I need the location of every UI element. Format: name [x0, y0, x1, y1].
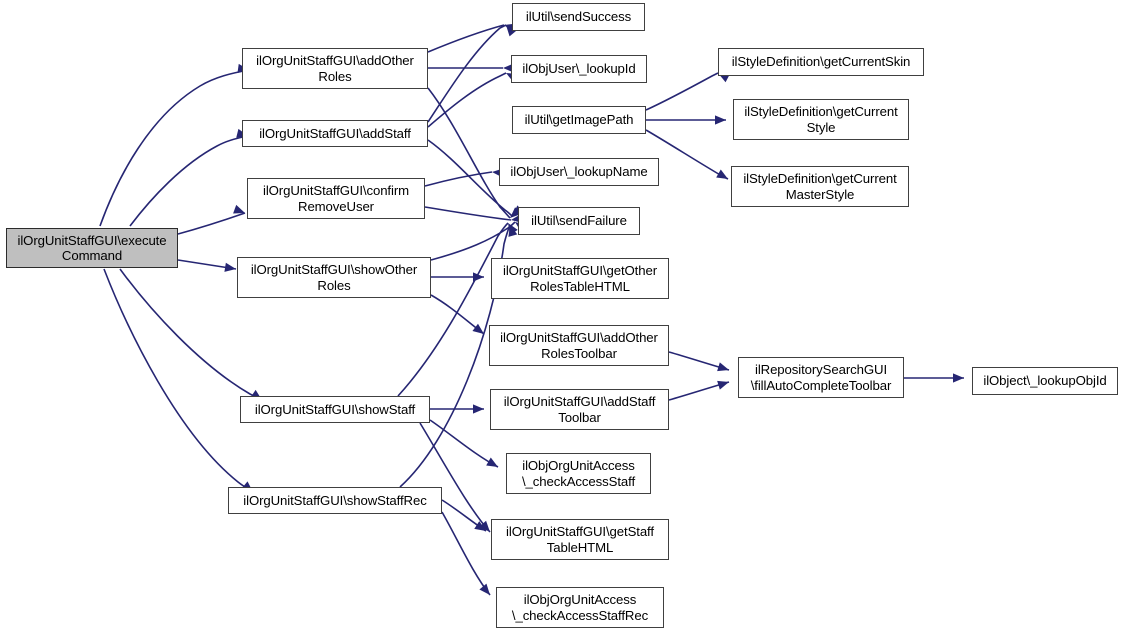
graph-node-label: ilStyleDefinition\getCurrent Style [744, 104, 898, 135]
graph-node-label: ilUtil\getImagePath [524, 112, 634, 128]
graph-node-label: ilObjOrgUnitAccess \_checkAccessStaff [521, 458, 636, 489]
graph-node-sendSuccess[interactable]: ilUtil\sendSuccess [512, 3, 645, 31]
graph-edge-executeCommand-to-addStaff [129, 128, 249, 227]
graph-node-label: ilObjUser\_lookupId [522, 61, 636, 77]
graph-node-executeCommand[interactable]: ilOrgUnitStaffGUI\execute Command [6, 228, 178, 268]
graph-node-label: ilStyleDefinition\getCurrentSkin [731, 54, 911, 70]
graph-node-getStaffTableHTML[interactable]: ilOrgUnitStaffGUI\getStaff TableHTML [491, 519, 669, 560]
graph-node-confirmRemoveUser[interactable]: ilOrgUnitStaffGUI\confirm RemoveUser [247, 178, 425, 219]
graph-node-label: ilOrgUnitStaffGUI\showStaffRec [243, 492, 427, 508]
graph-edge-getImagePath-to-getCurrentMasterStyle [645, 129, 729, 180]
graph-node-lookupId[interactable]: ilObjUser\_lookupId [511, 55, 647, 83]
graph-node-label: ilObjUser\_lookupName [510, 164, 648, 180]
graph-edge-executeCommand-to-showOtherRoles [177, 259, 237, 272]
graph-node-showStaffRec[interactable]: ilOrgUnitStaffGUI\showStaffRec [228, 487, 442, 514]
graph-node-fillAutoCompleteToolbar[interactable]: ilRepositorySearchGUI \fillAutoCompleteT… [738, 357, 904, 398]
graph-node-checkAccessStaff[interactable]: ilObjOrgUnitAccess \_checkAccessStaff [506, 453, 651, 494]
graph-node-getCurrentSkin[interactable]: ilStyleDefinition\getCurrentSkin [718, 48, 924, 76]
graph-edge-showOtherRoles-to-sendFailure [430, 221, 527, 261]
graph-edge-addStaffToolbar-to-fillAutoCompleteToolbar [668, 380, 730, 401]
graph-edge-addStaff-to-sendSuccess [427, 24, 517, 123]
graph-node-label: ilRepositorySearchGUI \fillAutoCompleteT… [750, 362, 892, 393]
graph-node-label: ilOrgUnitStaffGUI\addOther Roles [256, 53, 414, 84]
graph-edge-showStaffRec-to-checkAccessStaffRec [441, 511, 491, 596]
graph-node-showStaff[interactable]: ilOrgUnitStaffGUI\showStaff [240, 396, 430, 423]
graph-node-showOtherRoles[interactable]: ilOrgUnitStaffGUI\showOther Roles [237, 257, 431, 298]
graph-edge-showOtherRoles-to-addOtherRolesToolbar [430, 294, 485, 335]
graph-node-label: ilOrgUnitStaffGUI\showOther Roles [250, 262, 418, 293]
graph-node-getImagePath[interactable]: ilUtil\getImagePath [512, 106, 646, 134]
graph-edge-addOtherRoles-to-sendFailure [427, 87, 522, 219]
graph-node-addOtherRolesToolbar[interactable]: ilOrgUnitStaffGUI\addOther RolesToolbar [489, 325, 669, 366]
graph-node-label: ilUtil\sendSuccess [525, 9, 632, 25]
graph-node-label: ilUtil\sendFailure [531, 213, 627, 229]
graph-edge-showStaff-to-getStaffTableHTML [419, 422, 491, 533]
graph-edge-confirmRemoveUser-to-lookupName [424, 168, 504, 187]
graph-edge-executeCommand-to-showStaffRec [103, 268, 254, 493]
graph-node-label: ilOrgUnitStaffGUI\getStaff TableHTML [506, 524, 654, 555]
graph-edge-addStaff-to-lookupId [427, 72, 518, 128]
graph-edge-fillAutoCompleteToolbar-to-lookupObjId [903, 373, 964, 383]
graph-node-lookupObjId[interactable]: ilObject\_lookupObjId [972, 367, 1118, 395]
graph-edge-showStaff-to-sendFailure [397, 222, 518, 397]
graph-node-checkAccessStaffRec[interactable]: ilObjOrgUnitAccess \_checkAccessStaffRec [496, 587, 664, 628]
graph-edge-showStaff-to-addStaffToolbar [430, 404, 484, 414]
graph-node-label: ilObject\_lookupObjId [983, 373, 1107, 389]
graph-node-addStaff[interactable]: ilOrgUnitStaffGUI\addStaff [242, 120, 428, 147]
graph-node-addStaffToolbar[interactable]: ilOrgUnitStaffGUI\addStaff Toolbar [490, 389, 669, 430]
graph-edge-showStaff-to-checkAccessStaff [429, 419, 499, 468]
graph-node-label: ilStyleDefinition\getCurrent MasterStyle [743, 171, 897, 202]
graph-edge-showStaffRec-to-getStaffTableHTML [441, 499, 487, 532]
graph-node-label: ilOrgUnitStaffGUI\addStaff [259, 125, 411, 141]
graph-edge-executeCommand-to-confirmRemoveUser [177, 204, 246, 235]
graph-node-label: ilOrgUnitStaffGUI\confirm RemoveUser [262, 183, 410, 214]
graph-edge-addOtherRoles-to-sendSuccess [427, 23, 516, 53]
graph-node-addOtherRoles[interactable]: ilOrgUnitStaffGUI\addOther Roles [242, 48, 428, 89]
graph-edge-addOtherRoles-to-lookupId [428, 63, 514, 73]
graph-node-label: ilOrgUnitStaffGUI\addOther RolesToolbar [500, 330, 658, 361]
graph-node-lookupName[interactable]: ilObjUser\_lookupName [499, 158, 659, 186]
graph-edge-showStaffRec-to-sendFailure [399, 224, 518, 488]
graph-node-label: ilOrgUnitStaffGUI\getOther RolesTableHTM… [502, 263, 657, 294]
graph-edge-executeCommand-to-addOtherRoles [99, 63, 250, 227]
graph-edge-addStaff-to-sendFailure [427, 139, 524, 217]
graph-edge-getImagePath-to-getCurrentStyle [646, 115, 726, 125]
graph-node-getCurrentStyle[interactable]: ilStyleDefinition\getCurrent Style [733, 99, 909, 140]
graph-node-label: ilObjOrgUnitAccess \_checkAccessStaffRec [511, 592, 649, 623]
graph-node-sendFailure[interactable]: ilUtil\sendFailure [518, 207, 640, 235]
graph-node-getCurrentMasterStyle[interactable]: ilStyleDefinition\getCurrent MasterStyle [731, 166, 909, 207]
graph-node-getOtherRolesTableHTML[interactable]: ilOrgUnitStaffGUI\getOther RolesTableHTM… [491, 258, 669, 299]
graph-node-label: ilOrgUnitStaffGUI\execute Command [17, 232, 167, 263]
graph-edge-addOtherRolesToolbar-to-fillAutoCompleteToolbar [668, 351, 730, 372]
graph-node-label: ilOrgUnitStaffGUI\showStaff [254, 401, 416, 417]
graph-node-label: ilOrgUnitStaffGUI\addStaff Toolbar [503, 394, 656, 425]
